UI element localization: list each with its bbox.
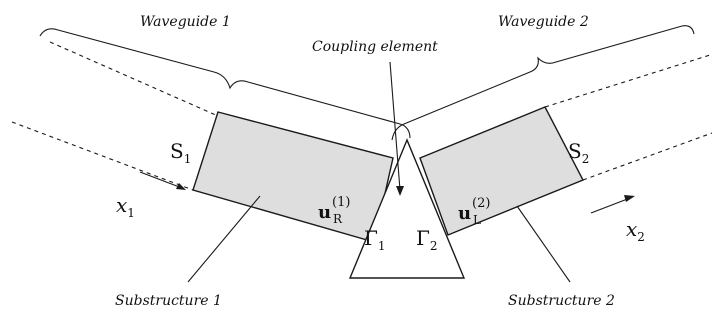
waveguide-1-brace (39, 28, 411, 139)
substructure-1-label: Substructure 1 (115, 293, 222, 309)
u-r-superscript: (1) (332, 195, 350, 210)
waveguide-1-label: Waveguide 1 (140, 14, 231, 30)
substructure-2-leader (516, 205, 571, 283)
coupling-element-triangle (348, 138, 466, 279)
coupling-leader-arrowhead (396, 186, 404, 196)
coupling-leader-line (389, 61, 401, 191)
coupling-element-label: Coupling element (312, 39, 438, 55)
u-l-superscript: (2) (472, 196, 490, 211)
s1-label: S1 (170, 139, 191, 166)
x1-arrow (139, 171, 186, 190)
s2-label: S2 (568, 139, 589, 166)
waveguide-2-bottom-dashed-line (582, 132, 713, 181)
u-l-symbol: u (458, 203, 471, 224)
waveguide-2-label: Waveguide 2 (498, 14, 589, 30)
waveguide-1-bottom-dashed-line (11, 121, 194, 191)
gamma-1-label: Γ1 (364, 226, 386, 253)
u-r-symbol: u (318, 202, 331, 223)
waveguide-1-top-dashed-line (49, 41, 219, 117)
substructure-1-box (192, 111, 394, 243)
x2-label: x2 (626, 217, 645, 244)
u-r-subscript: R (333, 212, 343, 226)
substructure-2-box (419, 106, 584, 236)
substructure-1-leader (187, 195, 261, 283)
substructure-2-label: Substructure 2 (508, 293, 615, 309)
gamma-2-label: Γ2 (416, 226, 438, 253)
waveguide-2-brace (391, 25, 695, 141)
waveguide-2-top-dashed-line (544, 54, 711, 108)
u-l-subscript: L (473, 213, 481, 227)
x1-label: x1 (116, 193, 135, 220)
x2-arrow (590, 195, 635, 214)
